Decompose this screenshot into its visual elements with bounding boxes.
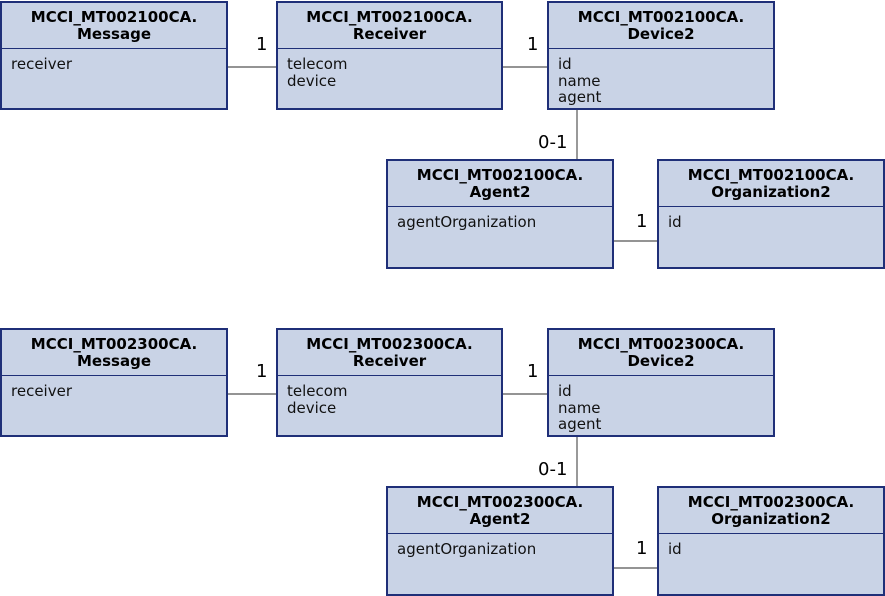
attribute: device [287, 71, 337, 90]
multiplicity-message-receiver: 1 [256, 34, 268, 55]
class-attributes: id name agent [549, 376, 773, 433]
class-package: MCCI_MT002300CA. [687, 492, 855, 511]
attribute: agent [558, 88, 602, 106]
class-name: Receiver [352, 351, 427, 370]
class-package: MCCI_MT002300CA. [30, 334, 198, 353]
attribute: agentOrganization [397, 540, 537, 558]
class-header: MCCI_MT002300CA. Receiver [278, 330, 501, 376]
class-message[interactable]: MCCI_MT002100CA. Message receiver [0, 1, 228, 110]
class-header: MCCI_MT002100CA. Device2 [549, 3, 773, 49]
class-receiver[interactable]: MCCI_MT002100CA. Receiver telecom device [276, 1, 503, 110]
attribute: agent [558, 415, 602, 433]
class-package: MCCI_MT002100CA. [306, 7, 473, 26]
class-name: Organization2 [711, 509, 831, 528]
class-header: MCCI_MT002300CA. Device2 [549, 330, 773, 376]
class-package: MCCI_MT002300CA. [577, 334, 745, 353]
multiplicity-message-receiver: 1 [256, 361, 268, 382]
attribute: id [558, 55, 572, 73]
class-agent[interactable]: MCCI_MT002300CA. Agent2 agentOrganizatio… [386, 486, 614, 596]
class-name: Device2 [627, 351, 695, 370]
class-header: MCCI_MT002300CA. Agent2 [388, 488, 612, 534]
attribute: name [558, 398, 601, 417]
class-attributes: agentOrganization [388, 207, 612, 231]
class-device[interactable]: MCCI_MT002300CA. Device2 id name agent [547, 328, 775, 437]
attribute: id [558, 382, 572, 400]
class-package: MCCI_MT002100CA. [30, 7, 198, 26]
attribute: name [558, 71, 601, 90]
class-header: MCCI_MT002100CA. Organization2 [659, 161, 883, 207]
attribute: device [287, 398, 337, 417]
class-attributes: id [659, 207, 883, 231]
class-attributes: telecom device [278, 376, 501, 416]
class-agent[interactable]: MCCI_MT002100CA. Agent2 agentOrganizatio… [386, 159, 614, 269]
class-header: MCCI_MT002100CA. Agent2 [388, 161, 612, 207]
class-name: Message [77, 24, 151, 43]
class-name: Organization2 [711, 182, 831, 201]
class-header: MCCI_MT002300CA. Organization2 [659, 488, 883, 534]
class-header: MCCI_MT002100CA. Message [2, 3, 226, 49]
class-header: MCCI_MT002300CA. Message [2, 330, 226, 376]
class-name: Device2 [627, 24, 695, 43]
attribute: telecom [287, 382, 348, 400]
class-organization[interactable]: MCCI_MT002100CA. Organization2 id [657, 159, 885, 269]
class-attributes: receiver [2, 376, 226, 400]
class-attributes: agentOrganization [388, 534, 612, 558]
multiplicity-agent-organization: 1 [636, 211, 648, 232]
class-organization[interactable]: MCCI_MT002300CA. Organization2 id [657, 486, 885, 596]
attribute: receiver [11, 55, 72, 73]
class-name: Receiver [352, 24, 427, 43]
multiplicity-device-agent: 0-1 [538, 132, 568, 153]
multiplicity-agent-organization: 1 [636, 538, 648, 559]
class-package: MCCI_MT002300CA. [416, 492, 584, 511]
attribute: telecom [287, 55, 348, 73]
multiplicity-receiver-device: 1 [527, 34, 539, 55]
multiplicity-device-agent: 0-1 [538, 459, 568, 480]
class-attributes: id name agent [549, 49, 773, 106]
attribute: id [668, 213, 682, 231]
multiplicity-receiver-device: 1 [527, 361, 539, 382]
class-package: MCCI_MT002300CA. [306, 334, 473, 353]
attribute: agentOrganization [397, 213, 537, 231]
attribute: id [668, 540, 682, 558]
attribute: receiver [11, 382, 72, 400]
class-receiver[interactable]: MCCI_MT002300CA. Receiver telecom device [276, 328, 503, 437]
class-attributes: receiver [2, 49, 226, 73]
class-package: MCCI_MT002100CA. [577, 7, 745, 26]
class-package: MCCI_MT002100CA. [687, 165, 855, 184]
class-attributes: id [659, 534, 883, 558]
class-package: MCCI_MT002100CA. [416, 165, 584, 184]
class-name: Agent2 [469, 182, 531, 201]
class-name: Message [77, 351, 151, 370]
class-message[interactable]: MCCI_MT002300CA. Message receiver [0, 328, 228, 437]
class-attributes: telecom device [278, 49, 501, 89]
class-name: Agent2 [469, 509, 531, 528]
class-device[interactable]: MCCI_MT002100CA. Device2 id name agent [547, 1, 775, 110]
class-header: MCCI_MT002100CA. Receiver [278, 3, 501, 49]
